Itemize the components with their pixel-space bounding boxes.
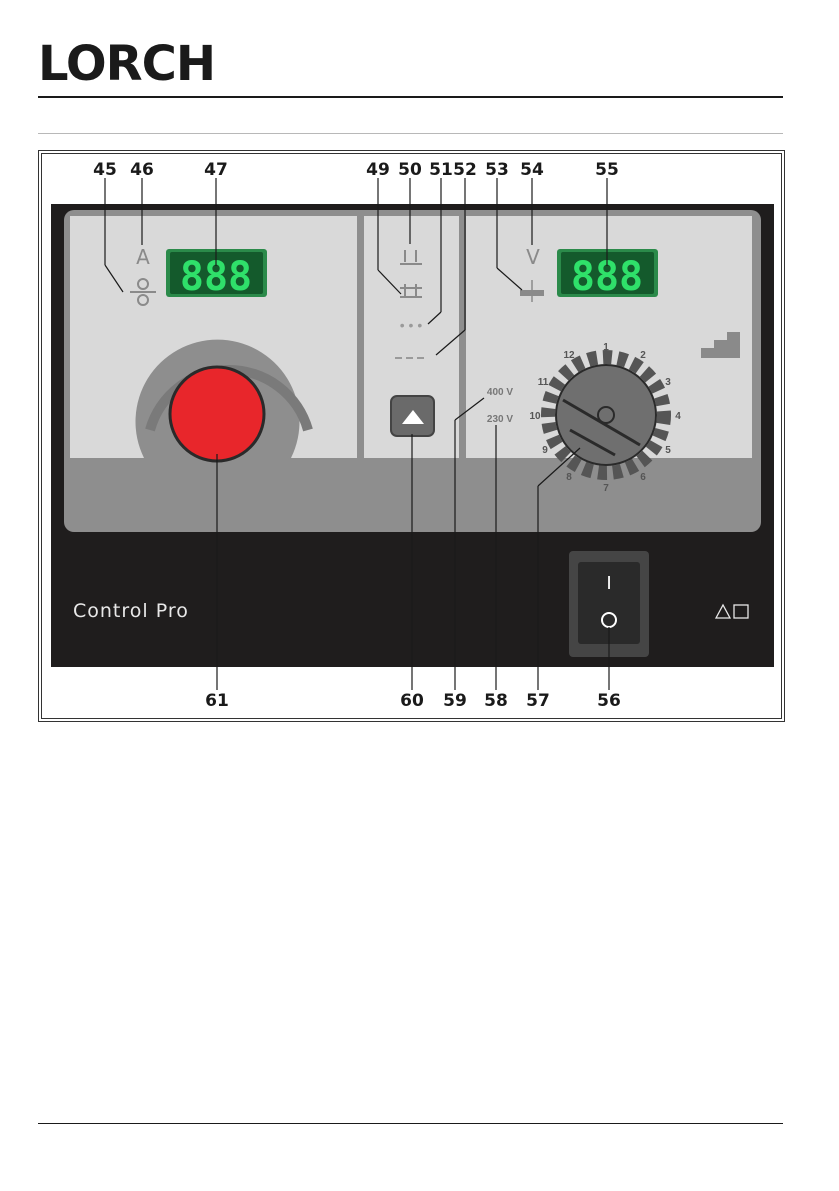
voltage-400-label: 400 V: [487, 387, 513, 398]
callout-number: 50: [398, 160, 422, 180]
dial-number: 11: [538, 377, 549, 388]
ampere-unit: A: [136, 245, 150, 269]
callout-number: 47: [204, 160, 228, 180]
dial-number: 12: [563, 350, 575, 361]
dial-number: 4: [675, 411, 681, 422]
callout-number: 58: [484, 691, 508, 711]
callout-number: 56: [597, 691, 621, 711]
callout-number: 45: [93, 160, 117, 180]
brand-label: Control Pro: [73, 600, 189, 622]
spot-mode-icon: • • •: [400, 317, 423, 333]
callout-number: 53: [485, 160, 509, 180]
callout-number: 46: [130, 160, 154, 180]
callout-number: 57: [526, 691, 550, 711]
dial-number: 1: [603, 342, 609, 353]
callout-number: 49: [366, 160, 390, 180]
voltage-230-label: 230 V: [487, 414, 513, 425]
callout-number: 61: [205, 691, 229, 711]
callout-number: 51: [429, 160, 453, 180]
dial-number: 10: [529, 411, 541, 422]
callout-number: 54: [520, 160, 544, 180]
dial-number: 8: [566, 472, 572, 483]
red-control-knob[interactable]: [170, 367, 264, 461]
callout-number: 60: [400, 691, 424, 711]
volt-unit: V: [526, 245, 540, 269]
dial-number: 3: [665, 377, 671, 388]
callout-number: 55: [595, 160, 619, 180]
dial-number: 7: [603, 483, 609, 494]
switch-on-label: I: [606, 573, 611, 594]
dial-number: 9: [542, 445, 548, 456]
dial-number: 6: [640, 472, 646, 483]
dial-number: 2: [640, 350, 646, 361]
callout-number: 59: [443, 691, 467, 711]
callout-number: 52: [453, 160, 477, 180]
dial-number: 5: [665, 445, 671, 456]
